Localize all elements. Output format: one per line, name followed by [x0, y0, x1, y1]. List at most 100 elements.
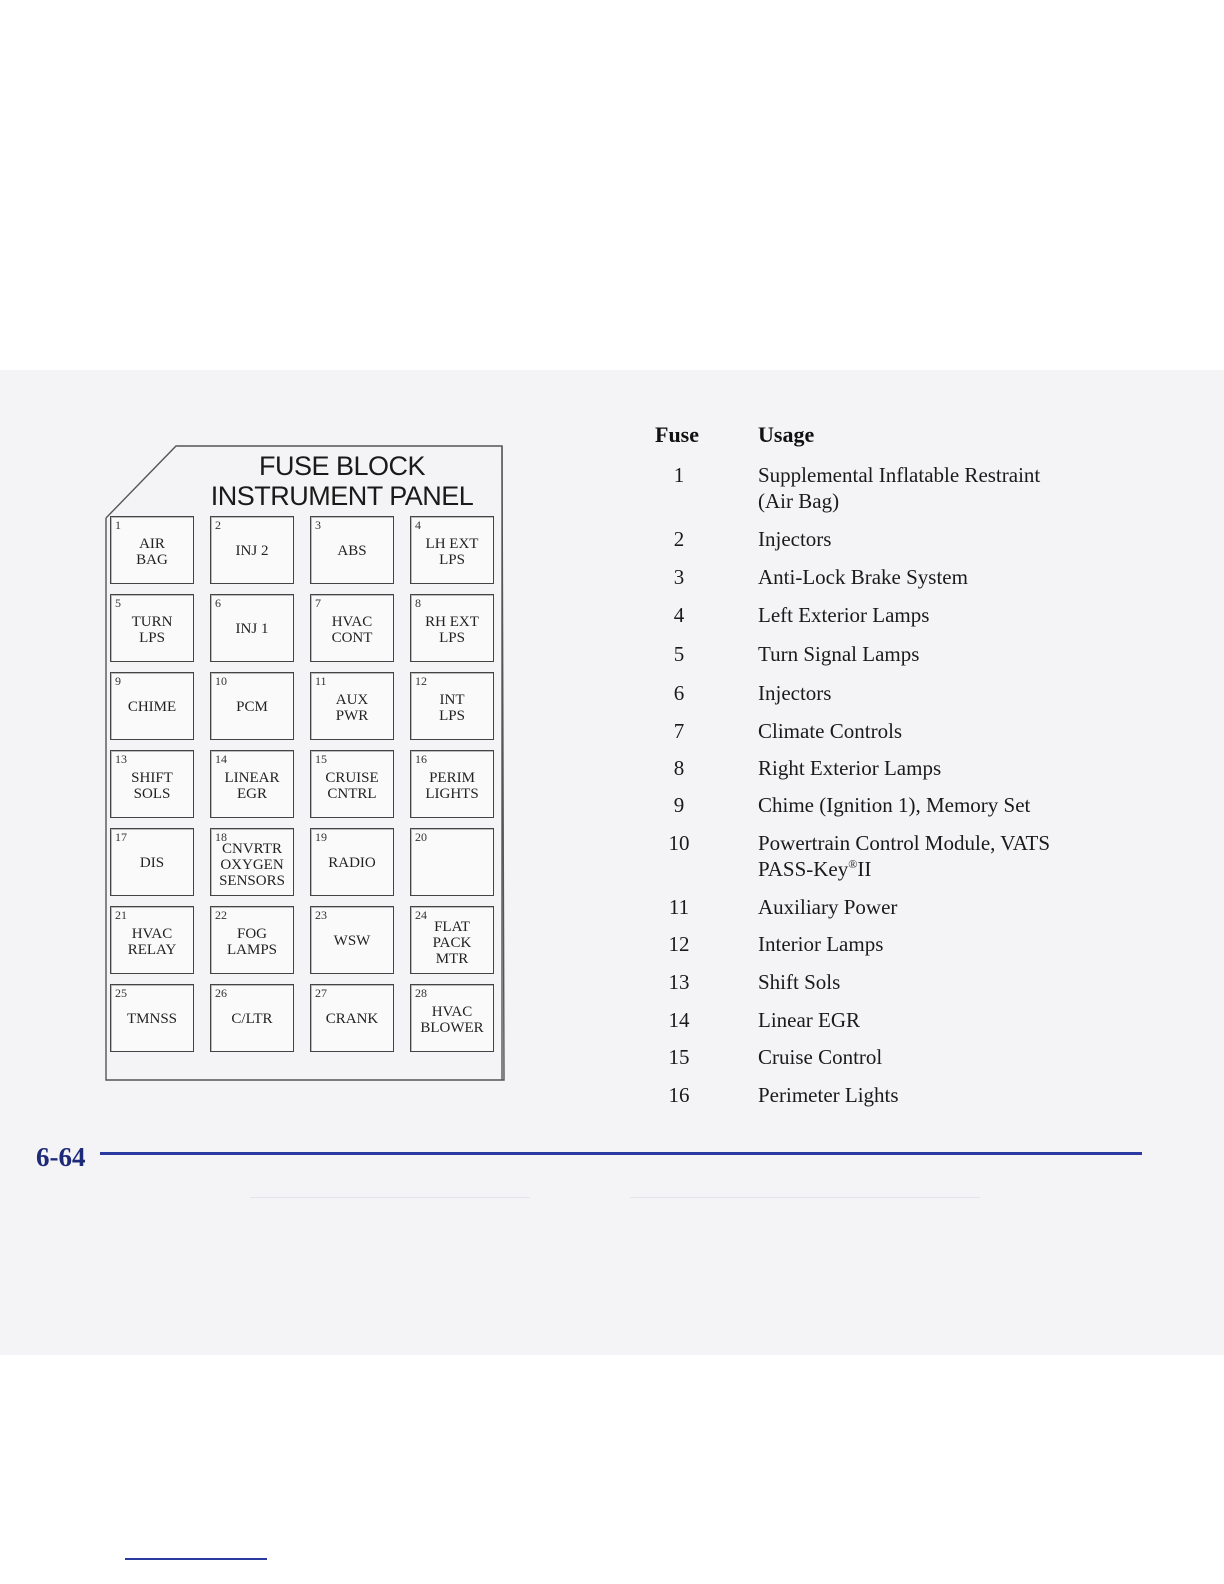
usage-line1: Injectors: [758, 527, 832, 551]
fuse-label: TURN LPS: [131, 613, 173, 646]
usage-cell: Chime (Ignition 1), Memory Set: [758, 792, 1118, 818]
fuse-number: 19: [315, 830, 327, 844]
usage-line1: Perimeter Lights: [758, 1083, 899, 1107]
fuse-label: CNVRTR OXYGEN SENSORS: [219, 840, 285, 889]
fuse-number: 10: [215, 674, 227, 688]
fuse-number: 9: [115, 674, 121, 688]
fuse-number-cell: 4: [673, 603, 685, 627]
fuse-number-cell: 14: [668, 1008, 690, 1032]
usage-cell: Anti-Lock Brake System: [758, 564, 1118, 590]
fuse-number: 12: [415, 674, 427, 688]
diagram-title: FUSE BLOCK INSTRUMENT PANEL: [172, 451, 512, 511]
fuse-cell: 20: [410, 828, 494, 896]
fuse-label: RADIO: [328, 854, 376, 871]
fuse-number: 20: [415, 830, 427, 844]
fuse-number: 28: [415, 986, 427, 1000]
fuse-number-cell: 10: [668, 831, 690, 855]
usage-cell: Interior Lamps: [758, 931, 1118, 957]
fuse-number: 7: [315, 596, 321, 610]
usage-line1: Chime (Ignition 1), Memory Set: [758, 793, 1031, 817]
fuse-number-cell: 12: [668, 932, 690, 956]
usage-line1: Left Exterior Lamps: [758, 603, 930, 627]
fuse-number-cell: 1: [673, 463, 685, 487]
usage-line2: PASS-Key®II: [758, 856, 1118, 882]
fuse-number: 11: [315, 674, 327, 688]
usage-cell: Right Exterior Lamps: [758, 755, 1118, 781]
usage-cell: Supplemental Inflatable Restraint(Air Ba…: [758, 462, 1118, 514]
bottom-mark: [125, 1558, 267, 1560]
fuse-number: 1: [115, 518, 121, 532]
fuse-number: 23: [315, 908, 327, 922]
fuse-number: 18: [215, 830, 227, 844]
usage-cell: Turn Signal Lamps: [758, 641, 1118, 667]
usage-line1: Anti-Lock Brake System: [758, 565, 968, 589]
fuse-number: 15: [315, 752, 327, 766]
fuse-number: 5: [115, 596, 121, 610]
fuse-number-cell: 15: [668, 1045, 690, 1069]
usage-line1: Shift Sols: [758, 970, 841, 994]
diagram-title-line1: FUSE BLOCK: [258, 451, 426, 481]
header-fuse: Fuse: [655, 422, 699, 447]
usage-line1: Interior Lamps: [758, 932, 884, 956]
fuse-number-cell: 11: [668, 895, 690, 919]
usage-line2-tail: II: [857, 857, 872, 881]
fuse-label: CHIME: [127, 698, 177, 715]
fuse-label: DIS: [139, 854, 165, 871]
usage-line1: Cruise Control: [758, 1045, 883, 1069]
fuse-label: LINEAR EGR: [224, 769, 280, 802]
faint-divider: [630, 1197, 980, 1198]
usage-cell: Injectors: [758, 526, 1118, 552]
fuse-label: LH EXT LPS: [425, 535, 479, 568]
fuse-number: 6: [215, 596, 221, 610]
registered-mark: ®: [848, 857, 858, 871]
usage-cell: Left Exterior Lamps: [758, 602, 1118, 628]
usage-line1: Auxiliary Power: [758, 895, 898, 919]
fuse-number: 13: [115, 752, 127, 766]
usage-cell: Linear EGR: [758, 1007, 1118, 1033]
fuse-label: FLAT PACK MTR: [432, 918, 472, 967]
page-number: 6-64: [36, 1142, 86, 1172]
fuse-label: FOG LAMPS: [226, 925, 278, 958]
fuse-number: 8: [415, 596, 421, 610]
fuse-label: ABS: [337, 542, 367, 559]
fuse-label: CRUISE CNTRL: [325, 769, 379, 802]
fuse-number: 25: [115, 986, 127, 1000]
fuse-label: HVAC BLOWER: [420, 1003, 484, 1036]
diagram-title-line2: INSTRUMENT PANEL: [210, 481, 474, 511]
faint-divider: [250, 1197, 530, 1198]
usage-line1: Powertrain Control Module, VATS: [758, 831, 1051, 855]
fuse-number-cell: 13: [668, 970, 690, 994]
fuse-number-cell: 7: [673, 719, 685, 743]
fuse-number: 21: [115, 908, 127, 922]
fuse-label: RH EXT LPS: [425, 613, 479, 646]
fuse-number: 4: [415, 518, 421, 532]
fuse-label: SHIFT SOLS: [131, 769, 173, 802]
usage-line1: Climate Controls: [758, 719, 903, 743]
page-background: [0, 370, 1224, 1355]
usage-cell: Auxiliary Power: [758, 894, 1118, 920]
fuse-number-cell: 9: [673, 793, 685, 817]
footer-rule: [100, 1152, 1142, 1155]
usage-line1: Supplemental Inflatable Restraint: [758, 463, 1041, 487]
fuse-number: 24: [415, 908, 427, 922]
usage-cell: Injectors: [758, 680, 1118, 706]
fuse-label: PERIM LIGHTS: [425, 769, 479, 802]
usage-line2: (Air Bag): [758, 488, 1118, 514]
